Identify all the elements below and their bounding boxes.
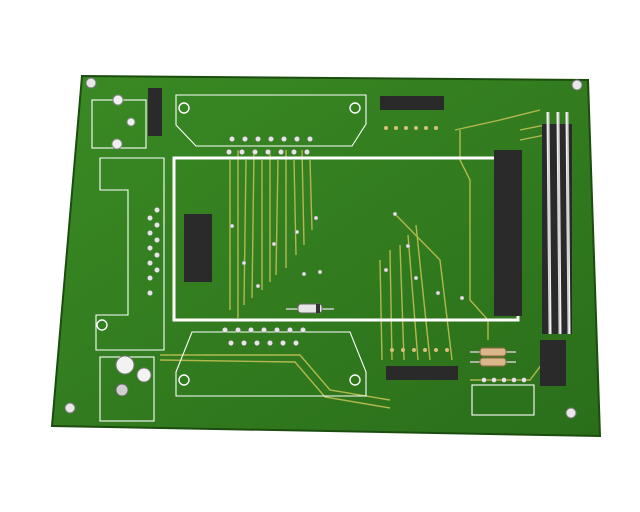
- pin-header-right-bottom: [540, 336, 566, 386]
- large-pads: [96, 94, 361, 397]
- pin-header-display: [184, 205, 212, 282]
- pin-header-top-left: [148, 82, 162, 136]
- resistors: [470, 347, 527, 383]
- mounting-holes: [64, 77, 583, 419]
- copper-traces: [159, 109, 546, 409]
- diode: [286, 303, 334, 314]
- pin-header-right-inner: [494, 146, 522, 316]
- pin-header-top: [380, 74, 444, 130]
- vias: [147, 136, 465, 346]
- pin-header-bottom: [386, 348, 458, 414]
- pin-header-right-outer: [542, 111, 572, 335]
